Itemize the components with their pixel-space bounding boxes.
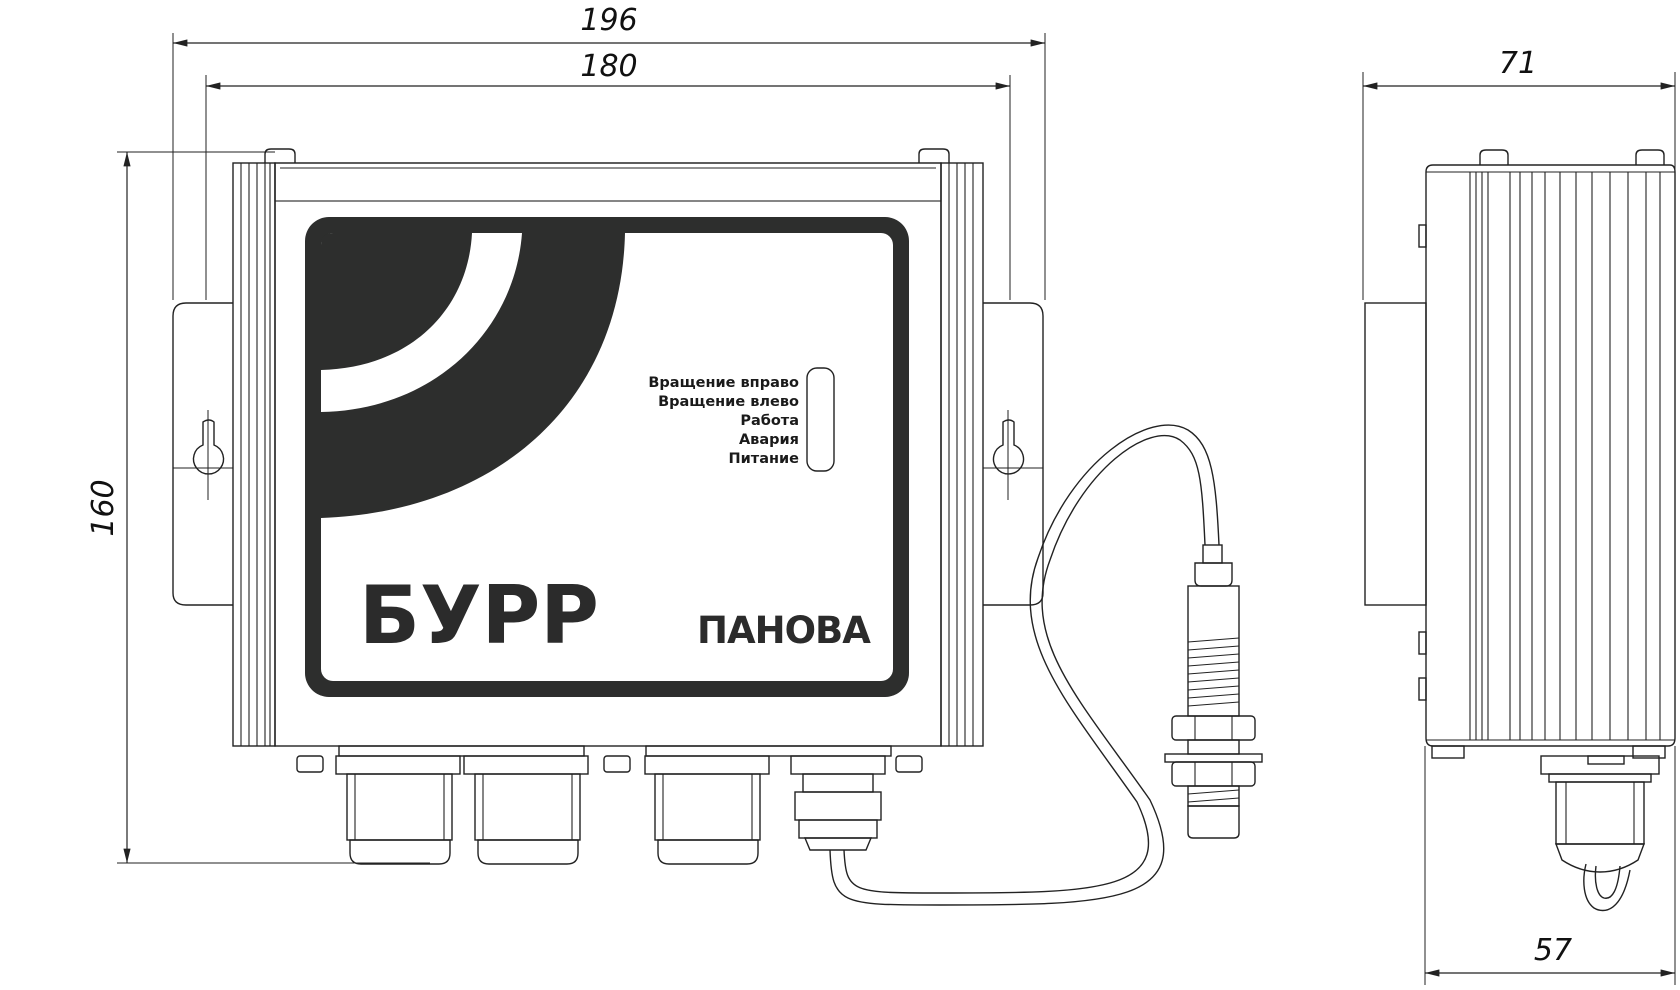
height-label: 160 xyxy=(86,479,121,536)
cable-gland-block xyxy=(296,745,923,775)
cable-gland-1 xyxy=(346,773,453,865)
cable-gland-2 xyxy=(474,773,581,865)
sensor-cable xyxy=(829,424,1220,906)
cable-gland-3 xyxy=(654,773,761,865)
indicator-label: Работа xyxy=(740,413,799,429)
dimension-body-width: 180 xyxy=(205,49,1011,300)
brand-logo: ПАНОВА xyxy=(697,609,871,652)
side-depth-label: 71 xyxy=(1499,46,1537,81)
overall-width-label: 196 xyxy=(580,3,637,38)
indicator-label: Авария xyxy=(739,432,799,448)
indicator-label: Вращение влево xyxy=(658,394,799,410)
right-mounting-flange xyxy=(983,302,1044,606)
side-base-depth-label: 57 xyxy=(1534,933,1572,968)
side-heat-fins xyxy=(1469,172,1661,740)
side-mounting-flange xyxy=(1364,302,1427,606)
dimension-side-base-depth: 57 xyxy=(1424,746,1676,985)
dimension-height: 160 xyxy=(86,151,430,864)
left-keyhole-slot xyxy=(192,419,225,475)
led-indicator-window xyxy=(806,367,835,472)
left-mounting-flange xyxy=(172,302,233,606)
indicator-label: Питание xyxy=(729,451,800,467)
front-label-panel: Вращение вправо Вращение влево Работа Ав… xyxy=(305,217,909,697)
front-view: Вращение вправо Вращение влево Работа Ав… xyxy=(172,148,1263,906)
left-heat-fins xyxy=(232,162,276,747)
proximity-sensor xyxy=(1164,544,1263,839)
side-enclosure-body xyxy=(1425,164,1676,747)
body-width-label: 180 xyxy=(580,49,637,84)
side-view xyxy=(1364,149,1676,912)
side-cable-gland xyxy=(1554,781,1646,912)
right-keyhole-slot xyxy=(992,419,1025,475)
dimension-overall-width: 196 xyxy=(172,3,1046,300)
sensor-cable-connector xyxy=(794,773,882,851)
right-heat-fins xyxy=(940,162,984,747)
panel-arc-decoration xyxy=(321,233,625,518)
product-name: БУРР xyxy=(359,569,599,662)
indicator-label: Вращение вправо xyxy=(648,375,799,391)
